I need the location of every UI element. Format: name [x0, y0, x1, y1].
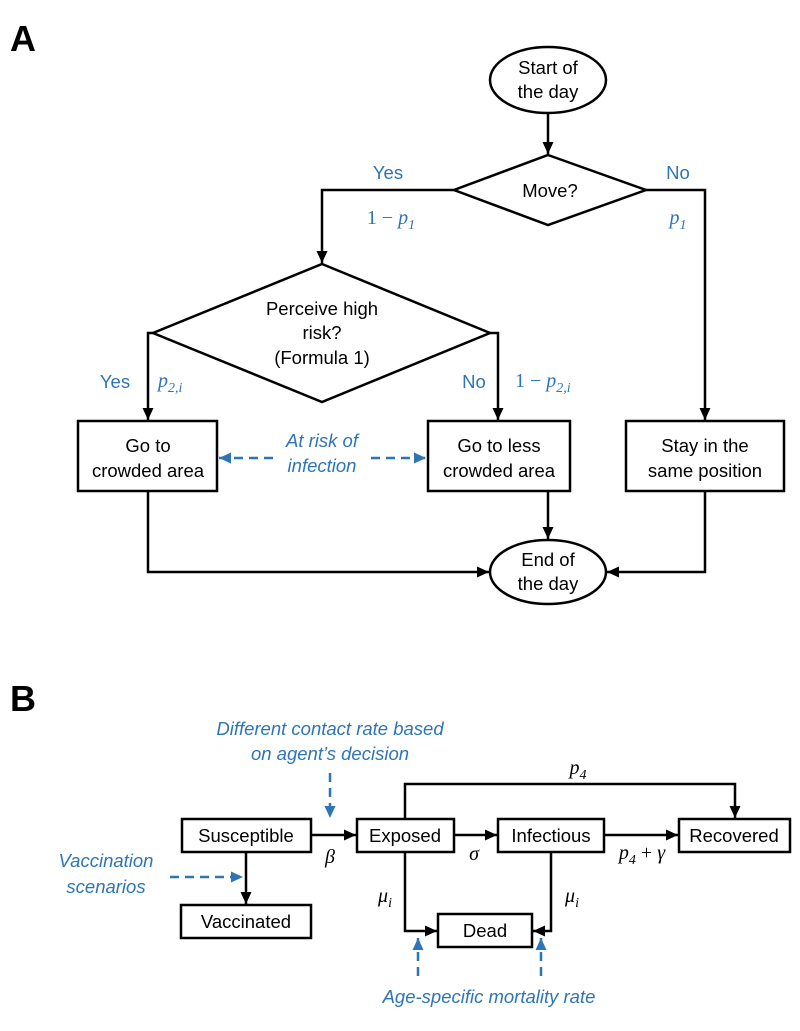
- recovered-box: [677, 817, 792, 854]
- crowded-area-line-2: crowded area: [92, 460, 205, 481]
- rate-i-d-sub: i: [575, 896, 579, 911]
- arrow-risk-no: [490, 331, 504, 420]
- move-yes-prob-prefix: 1 −: [367, 207, 398, 229]
- rate-i-r-var: p: [617, 842, 629, 864]
- risk-diamond: [149, 262, 494, 404]
- less-crowded-area-line-1: Go to less: [457, 435, 540, 456]
- stay-line-2: same position: [648, 460, 762, 481]
- arrow-crowded-to-end: [146, 491, 489, 578]
- rate-sigma: σ: [469, 843, 480, 865]
- risk-node-line-1: Perceive high: [266, 298, 378, 319]
- move-no-prob-sub: 1: [680, 218, 687, 233]
- vaccinated-box: [179, 903, 313, 940]
- risk-yes-prob-sub: 2,i: [168, 381, 183, 396]
- risk-no-probability: 1 − p2,i: [515, 370, 571, 396]
- mortality-annotation: Age-specific mortality rate: [382, 986, 596, 1007]
- end-node-line-1: End of: [521, 549, 575, 570]
- state-susceptible: Susceptible: [180, 817, 313, 854]
- stay-line-1: Stay in the: [661, 435, 748, 456]
- state-dead: Dead: [436, 912, 534, 949]
- start-node-line-1: Start of: [518, 57, 578, 78]
- risk-annotation-line-2: infection: [288, 455, 357, 476]
- arrow-exposed-to-recovered: [403, 782, 741, 819]
- less-crowded-area-line-2: crowded area: [443, 460, 556, 481]
- risk-node-line-2: risk?: [302, 322, 341, 343]
- crowded-area-node: Go to crowded area: [76, 419, 219, 493]
- panel-a: A Start of the day Move? Yes 1 − p1 No p…: [10, 18, 786, 606]
- vaccinated-label: Vaccinated: [201, 911, 291, 932]
- end-ellipse: [488, 538, 608, 606]
- state-infectious: Infectious: [496, 817, 606, 854]
- risk-decision-node: Perceive high risk? (Formula 1): [149, 262, 494, 404]
- risk-yes-probability: p2,i: [156, 370, 183, 396]
- start-node: Start of the day: [488, 45, 608, 115]
- move-decision-node: Move?: [450, 153, 650, 227]
- risk-no-prob-var: p: [544, 370, 556, 392]
- rate-infectious-to-dead: μi: [564, 885, 579, 911]
- arrow-move-no: [646, 188, 711, 420]
- dead-box: [436, 912, 534, 949]
- risk-annotation: At risk of infection: [219, 430, 426, 476]
- rate-exposed-to-dead: μi: [377, 885, 392, 911]
- arrow-risk-yes: [142, 331, 154, 420]
- rate-infectious-to-recovered: p4 + γ: [617, 842, 666, 868]
- exposed-label: Exposed: [369, 825, 441, 846]
- crowded-area-box: [76, 419, 219, 493]
- risk-annotation-line-1: At risk of: [285, 430, 360, 451]
- start-node-line-2: the day: [518, 81, 579, 102]
- less-crowded-area-node: Go to less crowded area: [426, 419, 572, 493]
- contact-annotation-line-2: on agent’s decision: [251, 743, 409, 764]
- recovered-label: Recovered: [689, 825, 778, 846]
- rate-i-d-var: μ: [564, 885, 575, 907]
- move-no-prob-var: p: [668, 207, 680, 229]
- infectious-label: Infectious: [511, 825, 590, 846]
- less-crowded-area-box: [426, 419, 572, 493]
- crowded-area-line-1: Go to: [125, 435, 170, 456]
- rate-e-r-sub: 4: [580, 768, 587, 783]
- move-yes-prob-sub: 1: [408, 218, 415, 233]
- move-no-probability: p1: [668, 207, 687, 233]
- risk-node-line-3: (Formula 1): [274, 347, 370, 368]
- move-yes-prob-var: p: [396, 207, 408, 229]
- state-vaccinated: Vaccinated: [179, 903, 313, 940]
- vaccination-annotation-line-2: scenarios: [66, 876, 145, 897]
- rate-exposed-to-recovered: p4: [568, 757, 587, 783]
- panel-b-label: B: [10, 678, 36, 719]
- risk-no-prob-prefix: 1 −: [515, 370, 546, 392]
- susceptible-label: Susceptible: [198, 825, 294, 846]
- end-node-line-2: the day: [518, 573, 579, 594]
- rate-i-r-var2: γ: [657, 842, 666, 864]
- rate-e-d-sub: i: [388, 896, 392, 911]
- panel-a-label: A: [10, 18, 36, 59]
- rate-e-r-var: p: [568, 757, 580, 779]
- stay-node: Stay in the same position: [624, 419, 786, 493]
- risk-yes-label: Yes: [100, 371, 130, 392]
- arrow-infectious-to-dead: [533, 852, 553, 937]
- arrow-move-yes: [316, 188, 454, 263]
- move-yes-label: Yes: [373, 162, 403, 183]
- risk-yes-prob-var: p: [156, 370, 168, 392]
- end-node: End of the day: [488, 538, 608, 606]
- rate-sigma-var: σ: [469, 843, 480, 865]
- contact-annotation-line-1: Different contact rate based: [216, 718, 444, 739]
- risk-no-label: No: [462, 371, 486, 392]
- rate-i-r-sub: 4: [629, 853, 636, 868]
- move-diamond: [450, 153, 650, 227]
- move-yes-probability: 1 − p1: [367, 207, 415, 233]
- arrow-exposed-to-dead: [403, 852, 437, 937]
- rate-i-r-op: +: [636, 842, 657, 864]
- vaccination-annotation-line-1: Vaccination: [59, 850, 154, 871]
- state-exposed: Exposed: [355, 817, 456, 854]
- risk-no-prob-sub: 2,i: [556, 381, 571, 396]
- panel-b: B Different contact rate based on agent’…: [10, 678, 792, 1007]
- move-decision-text: Move?: [522, 180, 578, 201]
- rate-beta-var: β: [324, 846, 335, 868]
- rate-e-d-var: μ: [377, 885, 388, 907]
- arrow-stay-to-end: [607, 491, 707, 578]
- move-no-label: No: [666, 162, 690, 183]
- rate-beta: β: [324, 846, 335, 868]
- state-recovered: Recovered: [677, 817, 792, 854]
- dead-label: Dead: [463, 920, 507, 941]
